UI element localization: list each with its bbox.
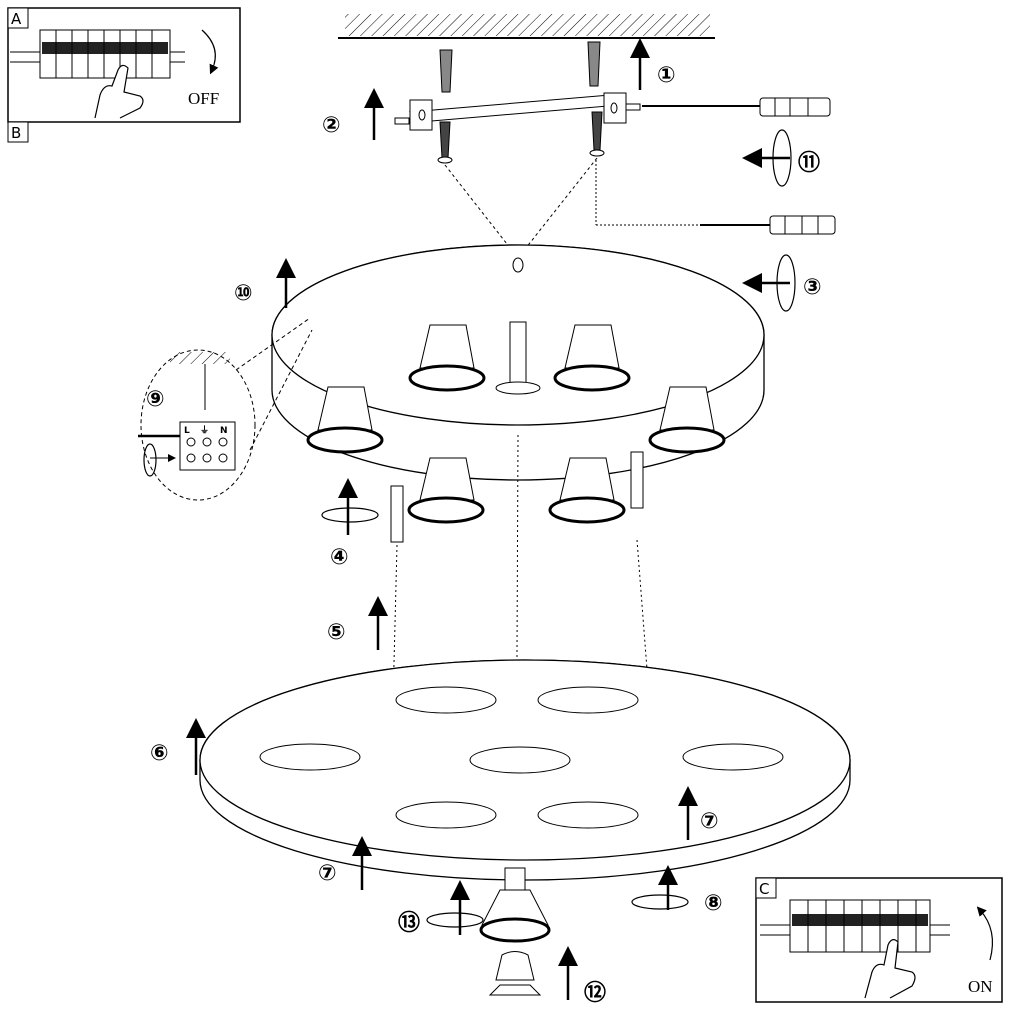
step-8-label: ⑧ xyxy=(704,891,723,916)
step-4-label: ④ xyxy=(330,545,349,570)
step-5-label: ⑤ xyxy=(327,620,346,645)
step-6-label: ⑥ xyxy=(150,741,169,766)
step-12-label: ⑫ xyxy=(584,980,606,1006)
spacer-rod xyxy=(390,321,644,543)
terminal-earth-label: ⏚ xyxy=(200,425,209,436)
step-3-label: ③ xyxy=(803,275,822,300)
step-1-label: ① xyxy=(657,63,676,88)
wall-plug-icon xyxy=(439,41,601,93)
step-2-label: ② xyxy=(322,113,341,138)
step-9-label: ⑨ xyxy=(146,387,165,412)
step-7-label-right: ⑦ xyxy=(700,809,719,834)
off-arrow-icon xyxy=(201,29,219,75)
ceiling xyxy=(338,14,715,39)
arrow-icon xyxy=(186,38,790,1000)
breaker-off-panel: A B OFF xyxy=(7,7,241,143)
terminal-n-label: N xyxy=(220,426,228,436)
step-labels: ① ② ③ ④ ⑤ ⑥ ⑦ ⑦ ⑧ ⑨ ⑩ ⑪ ⑫ ⑬ xyxy=(146,63,822,1006)
bulb-holder-icon xyxy=(488,951,542,996)
panel-b-label: B xyxy=(11,124,21,142)
step-11-label: ⑪ xyxy=(798,150,820,176)
off-caption: OFF xyxy=(188,89,219,108)
spotlight-icon xyxy=(306,324,726,524)
breaker-strip-icon xyxy=(760,899,950,953)
rotate-icon xyxy=(143,129,796,928)
hand-icon xyxy=(94,64,144,119)
step-10-label: ⑩ xyxy=(234,281,253,306)
on-arrow-icon xyxy=(976,906,993,961)
breaker-on-panel: C ON xyxy=(755,877,1003,1003)
guide-lines xyxy=(444,157,598,259)
panel-c-label: C xyxy=(759,880,769,898)
step-13-label: ⑬ xyxy=(398,910,420,936)
screw-icon xyxy=(394,103,641,164)
step-7-label-left: ⑦ xyxy=(318,861,337,886)
cover-plate xyxy=(199,659,851,881)
breaker-strip-icon xyxy=(10,29,185,79)
terminal-l-label: L xyxy=(184,426,190,436)
hand-icon xyxy=(864,939,916,999)
gu10-bulb-icon xyxy=(479,867,551,943)
screwdriver-icon xyxy=(595,97,836,235)
mounting-bracket xyxy=(408,92,627,131)
on-caption: ON xyxy=(968,977,993,996)
wiring-detail: L ⏚ N xyxy=(138,317,313,501)
panel-a-label: A xyxy=(11,10,22,28)
